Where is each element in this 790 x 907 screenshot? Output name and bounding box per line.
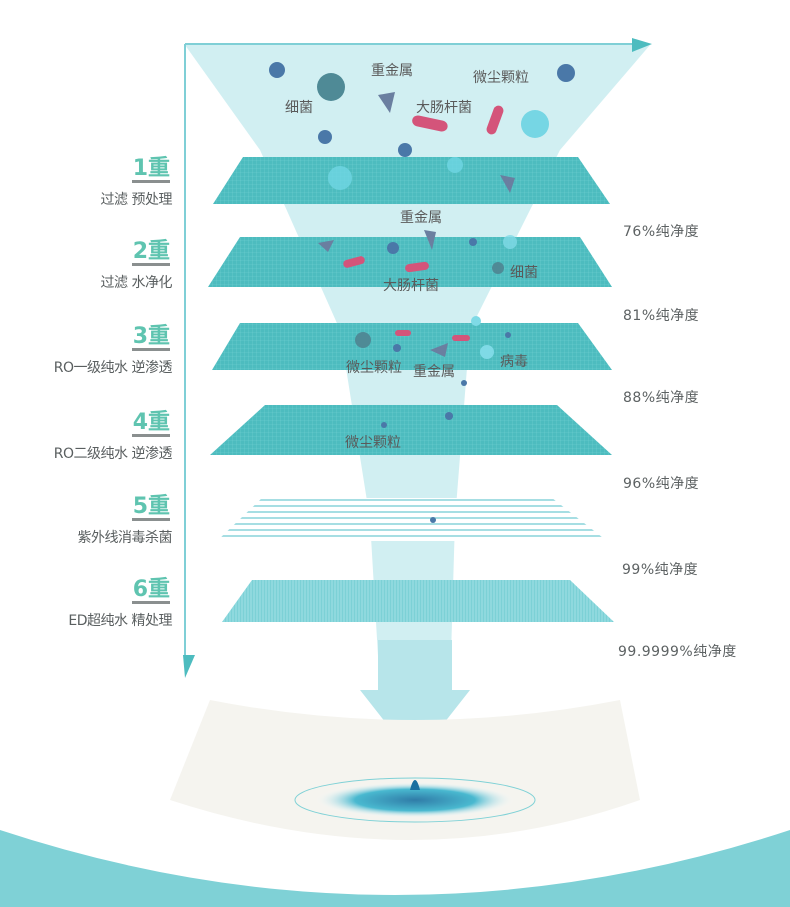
label-dust-4: 微尘颗粒 (345, 435, 401, 451)
stage-divider (132, 601, 170, 604)
label-dust-3: 微尘颗粒 (346, 360, 402, 376)
filter-layer-6 (222, 580, 614, 622)
purity-label-1: 76%纯净度 (623, 224, 700, 240)
stage-number: 3重 (132, 324, 170, 349)
filter-layer-5 (217, 498, 607, 541)
stage-description: 过滤 预处理 (100, 192, 173, 208)
stage-divider (132, 434, 170, 437)
purity-label-4: 96%纯净度 (623, 476, 700, 492)
label-heavy-metal-2: 重金属 (400, 210, 442, 226)
dish (170, 700, 640, 840)
stage-divider (132, 348, 170, 351)
stage-number: 4重 (132, 410, 170, 435)
purity-label-5: 99%纯净度 (622, 562, 699, 578)
label-ecoli-2: 大肠杆菌 (383, 278, 439, 294)
purity-label-3: 88%纯净度 (623, 390, 700, 406)
stage-number: 5重 (132, 494, 170, 519)
stage-description: RO二级纯水 逆渗透 (53, 446, 173, 462)
bottom-arc (0, 830, 790, 907)
label-dust: 微尘颗粒 (473, 70, 529, 86)
stage-divider (132, 180, 170, 183)
label-ecoli: 大肠杆菌 (416, 100, 472, 116)
stage-number: 6重 (132, 577, 170, 602)
filter-layer-4 (210, 405, 612, 455)
filter-layer-3 (212, 323, 612, 370)
stage-description: ED超纯水 精处理 (68, 613, 172, 629)
purity-label-2: 81%纯净度 (623, 308, 700, 324)
stage-number: 1重 (132, 156, 170, 181)
stage-description: RO一级纯水 逆渗透 (53, 360, 173, 376)
stage-description: 过滤 水净化 (100, 275, 173, 291)
stage-description: 紫外线消毒杀菌 (77, 530, 173, 546)
filter-layer-1 (213, 157, 610, 204)
label-heavy-metal: 重金属 (371, 63, 413, 79)
label-bacteria: 细菌 (285, 100, 313, 116)
label-bacteria-2: 细菌 (510, 265, 538, 281)
stage-divider (132, 518, 170, 521)
purity-label-6: 99.9999%纯净度 (618, 644, 737, 660)
stage-number: 2重 (132, 239, 170, 264)
filter-layer-2 (208, 237, 612, 287)
stage-divider (132, 263, 170, 266)
label-virus: 病毒 (500, 354, 528, 370)
label-heavy-metal-3: 重金属 (413, 364, 455, 380)
